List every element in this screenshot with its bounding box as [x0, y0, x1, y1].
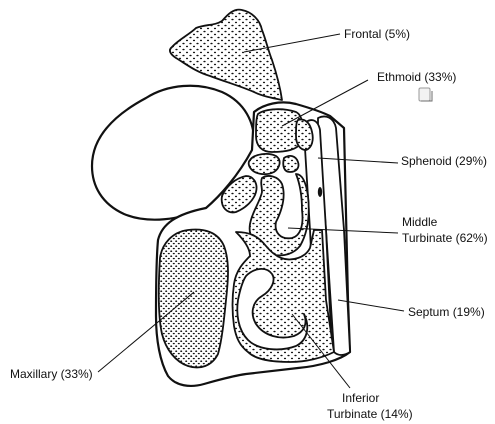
maxillary-sinus: [159, 230, 228, 368]
middle-turbinate-label-line1: Middle: [402, 215, 438, 229]
inferior-turbinate-label-line2: Turbinate (14%): [327, 407, 413, 421]
ethmoid-cell-mid: [283, 156, 298, 172]
inferior-turbinate-label-line1: Inferior: [342, 391, 379, 405]
ethmoid-cell-small: [249, 154, 280, 174]
frontal-label: Frontal (5%): [344, 27, 410, 41]
maxillary-label: Maxillary (33%): [10, 367, 93, 381]
ethmoid-label: Ethmoid (33%): [377, 70, 456, 84]
septum-label: Septum (19%): [408, 305, 485, 319]
middle-turbinate-label-line2: Turbinate (62%): [402, 231, 488, 245]
note-icon[interactable]: [419, 88, 432, 101]
sphenoid-label: Sphenoid (29%): [401, 154, 487, 168]
sphenoid-ostium-mark: [318, 187, 322, 197]
